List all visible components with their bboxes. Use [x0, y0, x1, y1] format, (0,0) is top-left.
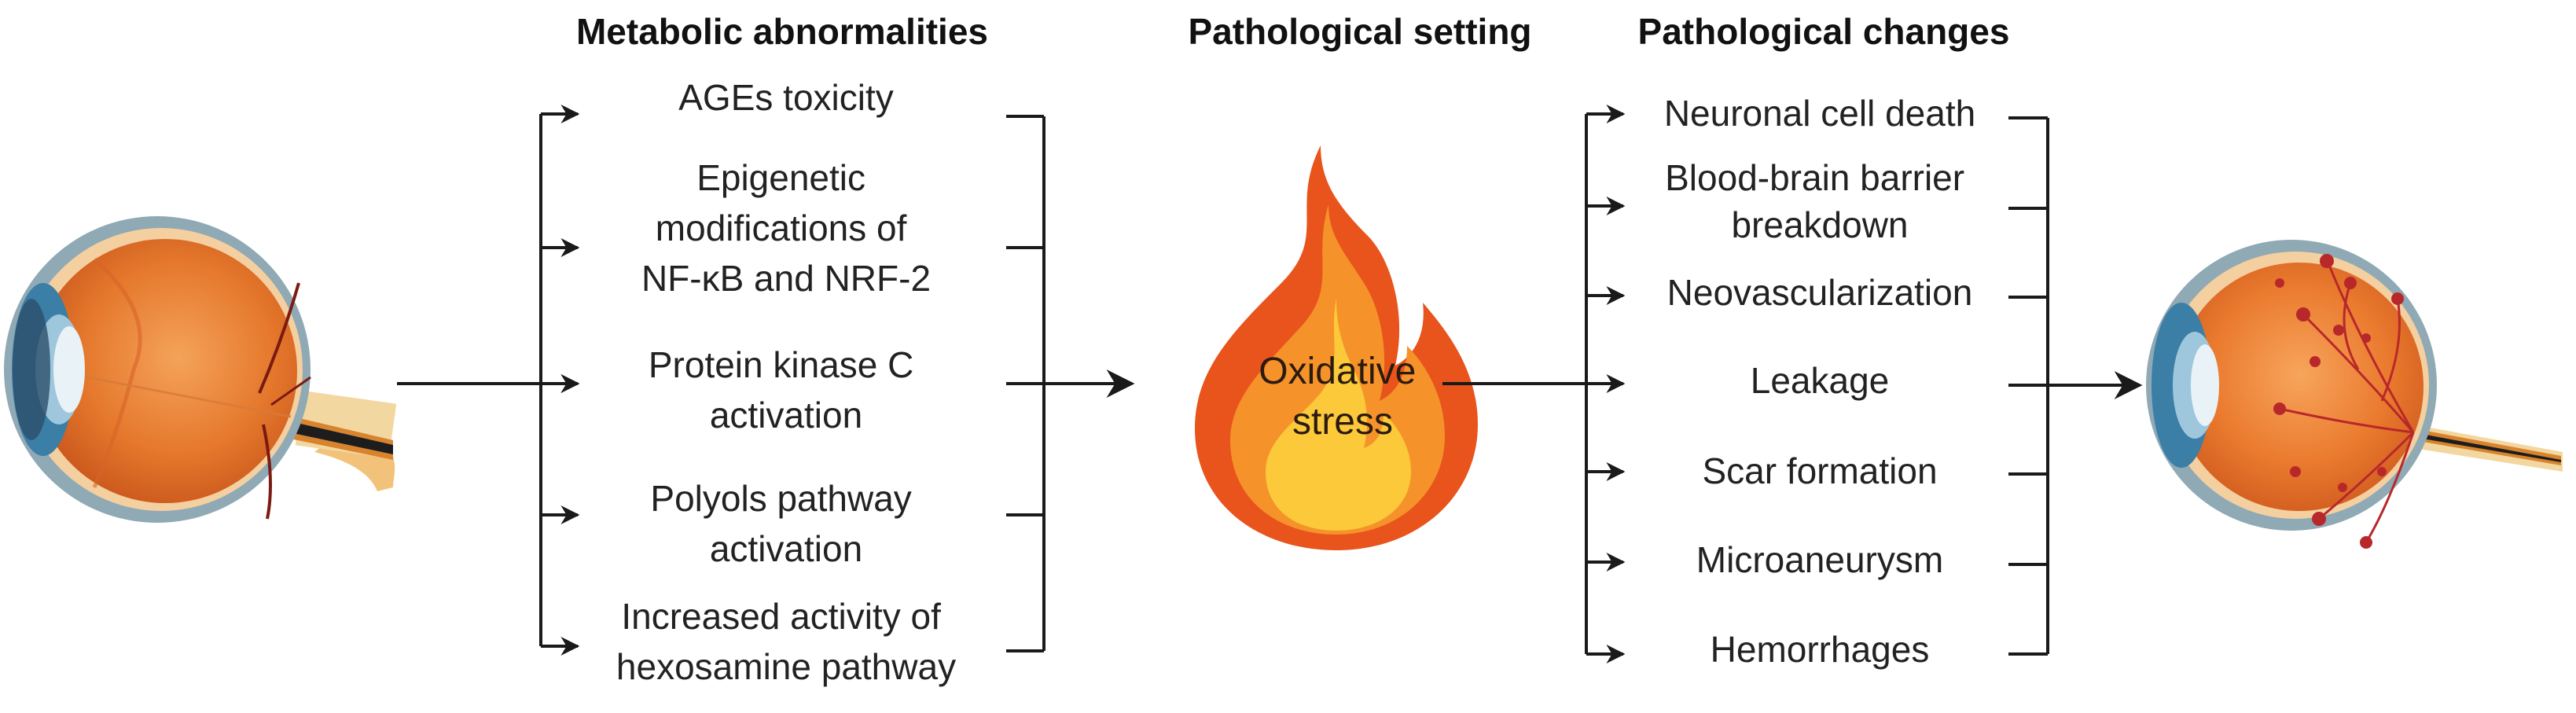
changes-left-bracket — [1585, 105, 1626, 663]
metabolic-left-bracket — [539, 105, 580, 656]
change-item: Neuronal cell death — [1664, 93, 1975, 134]
metabolic-item: AGEs toxicity — [678, 77, 894, 118]
flame-icon — [1195, 145, 1478, 550]
change-item: Scar formation — [1702, 450, 1937, 491]
header-changes: Pathological changes — [1638, 11, 2010, 52]
change-item: Blood-brain barrier breakdown — [1665, 157, 1975, 245]
metabolic-item: Protein kinase C activation — [649, 344, 924, 436]
setting-item-label: Oxidative stress — [1259, 351, 1426, 443]
change-item: Neovascularization — [1667, 272, 1973, 313]
header-setting: Pathological setting — [1188, 11, 1531, 52]
metabolic-item: Epigenetic modifications of NF-κB and NR… — [641, 157, 931, 299]
change-item: Microaneurysm — [1696, 539, 1943, 580]
metabolic-item: Polyols pathway activation — [650, 478, 921, 569]
healthy-eye-icon — [4, 216, 397, 523]
metabolic-item: Increased activity of hexosamine pathway — [616, 596, 956, 687]
diseased-retina-eye-icon — [2146, 240, 2563, 549]
change-item: Leakage — [1751, 360, 1890, 401]
change-item: Hemorrhages — [1711, 629, 1930, 670]
header-metabolic: Metabolic abnormalities — [576, 11, 988, 52]
